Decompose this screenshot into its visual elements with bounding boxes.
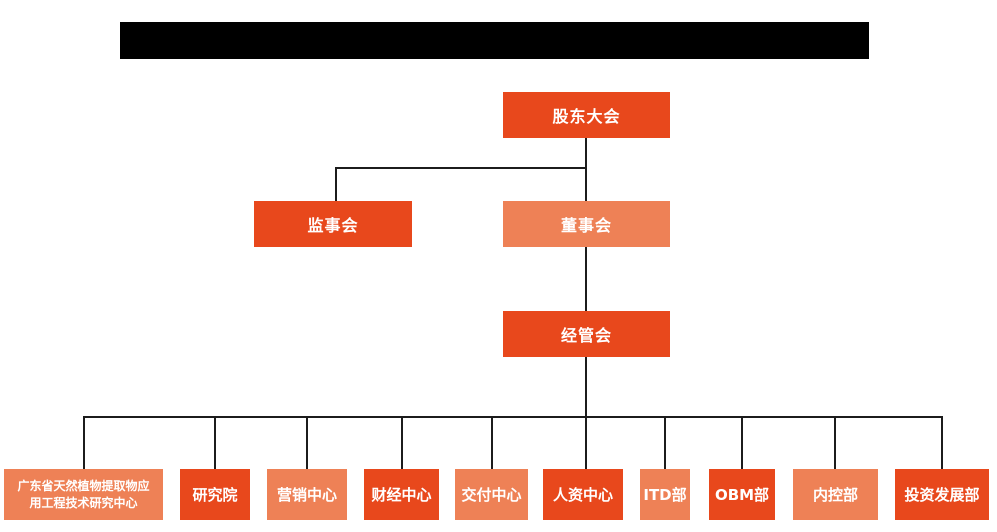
connector-line <box>335 167 337 203</box>
connector-line <box>491 416 493 470</box>
connector-line <box>585 247 587 312</box>
connector-line <box>585 138 587 203</box>
node-hr-center: 人资中心 <box>543 469 623 520</box>
node-investment-development-department: 投资发展部 <box>895 469 989 520</box>
node-internal-control-department: 内控部 <box>793 469 878 520</box>
node-delivery-center: 交付中心 <box>455 469 528 520</box>
connector-line <box>306 416 308 470</box>
node-obm-department: OBM部 <box>709 469 775 520</box>
connector-line <box>741 416 743 470</box>
node-label-line: 用工程技术研究中心 <box>29 495 138 510</box>
node-board-of-directors: 董事会 <box>503 201 670 247</box>
connector-line <box>335 167 587 169</box>
connector-line <box>941 416 943 470</box>
node-finance-center: 财经中心 <box>364 469 439 520</box>
redacted-title-bar <box>120 22 869 59</box>
node-itd-department: ITD部 <box>640 469 690 520</box>
node-research-institute: 研究院 <box>180 469 250 520</box>
node-management-committee: 经管会 <box>503 311 670 357</box>
connector-line <box>834 416 836 470</box>
connector-line <box>83 416 943 418</box>
node-research-center: 广东省天然植物提取物应 用工程技术研究中心 <box>4 469 163 520</box>
connector-line <box>664 416 666 470</box>
node-label-line: 广东省天然植物提取物应 <box>17 478 150 493</box>
connector-line <box>585 357 587 470</box>
connector-line <box>83 416 85 470</box>
connector-line <box>401 416 403 470</box>
node-supervisory-board: 监事会 <box>254 201 412 247</box>
connector-line <box>214 416 216 470</box>
node-shareholders-meeting: 股东大会 <box>503 92 670 138</box>
node-marketing-center: 营销中心 <box>267 469 347 520</box>
